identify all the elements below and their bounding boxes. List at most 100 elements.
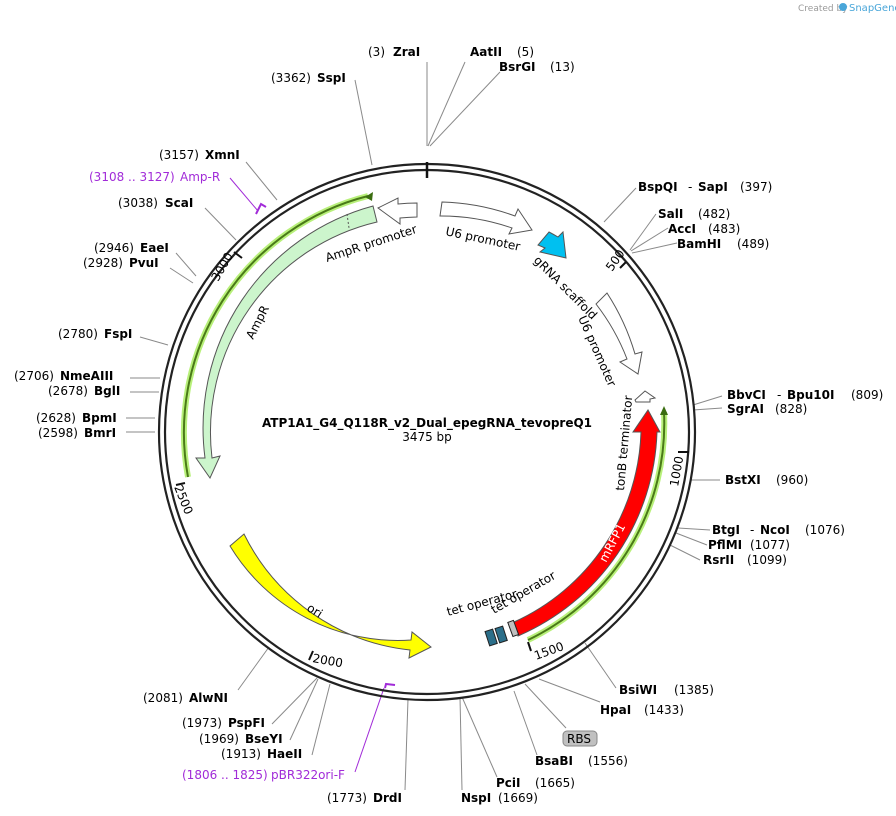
- site-name-nspi[interactable]: NspI: [461, 791, 491, 805]
- site-pos-eaei[interactable]: (2946): [94, 241, 134, 255]
- site-name-fspi[interactable]: FspI: [104, 327, 132, 341]
- plasmid-name: ATP1A1_G4_Q118R_v2_Dual_epegRNA_tevopreQ…: [262, 416, 592, 431]
- u6-promoter-2-feature[interactable]: [595, 292, 643, 375]
- site-name-drdi[interactable]: DrdI: [373, 791, 402, 805]
- site-pos-drdi[interactable]: (1773): [327, 791, 367, 805]
- site-pos-bamhi[interactable]: (489): [737, 237, 769, 251]
- site-pos-btgi-ncoi[interactable]: (1076): [805, 523, 845, 537]
- site-pos-bmri[interactable]: (2598): [38, 426, 78, 440]
- site-name-btgi[interactable]: BtgI: [712, 523, 740, 537]
- site-pos-haeii[interactable]: (1913): [221, 747, 261, 761]
- site-name-rsrii[interactable]: RsrII: [703, 553, 734, 567]
- tet-operator-2-feature[interactable]: [494, 625, 508, 644]
- orf-indicators: [180, 192, 668, 643]
- site-name-sali[interactable]: SalI: [658, 207, 683, 221]
- plasmid-length: 3475 bp: [402, 430, 452, 444]
- primer-range-pbr322ori-f[interactable]: (1806 .. 1825): [182, 768, 268, 782]
- tet-operator-1-feature[interactable]: [484, 628, 498, 647]
- position-ticks: [175, 251, 689, 661]
- site-name-pspfi[interactable]: PspFI: [228, 716, 265, 730]
- site-name-bpu10i[interactable]: Bpu10I: [787, 388, 834, 402]
- primer-range-amp-r[interactable]: (3108 .. 3127): [89, 170, 175, 184]
- tonb-terminator-feature[interactable]: [634, 390, 657, 403]
- site-name-pcii[interactable]: PciI: [496, 776, 521, 790]
- site-name-sapi[interactable]: SapI: [698, 180, 728, 194]
- site-name-xmni[interactable]: XmnI: [205, 148, 240, 162]
- rbs-marker[interactable]: [507, 619, 520, 638]
- site-name-acci[interactable]: AccI: [668, 222, 696, 236]
- site-name-bamhi[interactable]: BamHI: [677, 237, 721, 251]
- site-pos-sgrai[interactable]: (828): [775, 402, 807, 416]
- site-pos-bgli[interactable]: (2678): [48, 384, 88, 398]
- credit-prefix: Created by: [798, 4, 848, 14]
- site-pos-rsrii[interactable]: (1099): [747, 553, 787, 567]
- site-name-nmeaiii[interactable]: NmeAIII: [60, 369, 113, 383]
- site-pos-bpmi[interactable]: (2628): [36, 411, 76, 425]
- site-pos-bsabi[interactable]: (1556): [588, 754, 628, 768]
- grna-scaffold-feature[interactable]: [537, 230, 567, 259]
- site-name-bsiwi[interactable]: BsiWI: [619, 683, 657, 697]
- label-tonb-terminator: tonB terminator: [613, 395, 635, 491]
- site-pos-pflmi[interactable]: (1077): [750, 538, 790, 552]
- site-name-bsrgi[interactable]: BsrGI: [499, 60, 536, 74]
- pbr322ori-f-primer-marker[interactable]: [384, 682, 396, 689]
- site-name-pflmi[interactable]: PflMI: [708, 538, 742, 552]
- site-name-zrai[interactable]: ZraI: [393, 45, 420, 59]
- site-pos-sali[interactable]: (482): [698, 207, 730, 221]
- site-name-scai[interactable]: ScaI: [165, 196, 193, 210]
- ampr-orf-glow: [180, 193, 369, 478]
- site-pos-bstxi[interactable]: (960): [776, 473, 808, 487]
- site-sep-btgi: -: [750, 523, 754, 537]
- site-name-alwni[interactable]: AlwNI: [189, 691, 228, 705]
- site-pos-pcii[interactable]: (1665): [535, 776, 575, 790]
- site-pos-bsiwi[interactable]: (1385): [674, 683, 714, 697]
- tick-label-1000: 1000: [667, 455, 686, 488]
- site-pos-nspi[interactable]: (1669): [498, 791, 538, 805]
- site-name-sspi[interactable]: SspI: [317, 71, 346, 85]
- ampr-feature[interactable]: [195, 205, 378, 480]
- site-pos-xmni[interactable]: (3157): [159, 148, 199, 162]
- site-name-bspqi[interactable]: BspQI: [638, 180, 678, 194]
- site-name-haeii[interactable]: HaeII: [267, 747, 302, 761]
- site-name-bseyi[interactable]: BseYI: [245, 732, 283, 746]
- site-pos-sspi[interactable]: (3362): [271, 71, 311, 85]
- primer-name-amp-r[interactable]: Amp-R: [180, 170, 220, 184]
- site-name-bgli[interactable]: BglI: [94, 384, 120, 398]
- site-pos-bsrgi[interactable]: (13): [550, 60, 575, 74]
- site-name-bmri[interactable]: BmrI: [84, 426, 116, 440]
- tick-label-2000: 2000: [311, 651, 344, 670]
- site-name-bbvci[interactable]: BbvCI: [727, 388, 766, 402]
- site-pos-aatii[interactable]: (5): [517, 45, 534, 59]
- site-pos-bspqi-sapi[interactable]: (397): [740, 180, 772, 194]
- amp-r-primer-marker[interactable]: [255, 202, 267, 215]
- mrfp-orf-line: [527, 411, 666, 641]
- site-name-eaei[interactable]: EaeI: [140, 241, 169, 255]
- site-pos-zrai[interactable]: (3): [368, 45, 385, 59]
- site-pos-alwni[interactable]: (2081): [143, 691, 183, 705]
- u6-promoter-1-feature[interactable]: [439, 201, 533, 235]
- site-pos-pspfi[interactable]: (1973): [182, 716, 222, 730]
- site-name-bpmi[interactable]: BpmI: [82, 411, 117, 425]
- site-name-bstxi[interactable]: BstXI: [725, 473, 761, 487]
- site-name-pvui[interactable]: PvuI: [129, 256, 159, 270]
- site-name-hpai[interactable]: HpaI: [600, 703, 631, 717]
- site-pos-hpai[interactable]: (1433): [644, 703, 684, 717]
- site-name-ncoi[interactable]: NcoI: [760, 523, 790, 537]
- site-name-sgrai[interactable]: SgrAI: [727, 402, 764, 416]
- primer-name-pbr322ori-f[interactable]: pBR322ori-F: [271, 768, 345, 782]
- site-pos-pvui[interactable]: (2928): [83, 256, 123, 270]
- site-pos-bseyi[interactable]: (1969): [199, 732, 239, 746]
- ampr-promoter-feature[interactable]: [377, 197, 418, 225]
- label-u6-promoter-1: U6 promoter: [444, 224, 521, 253]
- site-pos-acci[interactable]: (483): [708, 222, 740, 236]
- tick-label-3000: 3000: [208, 250, 235, 283]
- plasmid-title: ATP1A1_G4_Q118R_v2_Dual_epegRNA_tevopreQ…: [262, 416, 592, 444]
- site-pos-scai[interactable]: (3038): [118, 196, 158, 210]
- site-pos-fspi[interactable]: (2780): [58, 327, 98, 341]
- site-pos-nmeaiii[interactable]: (2706): [14, 369, 54, 383]
- site-pos-bbvci-bpu10i[interactable]: (809): [851, 388, 883, 402]
- site-name-bsabi[interactable]: BsaBI: [535, 754, 573, 768]
- ori-feature[interactable]: [229, 533, 432, 659]
- site-name-aatii[interactable]: AatII: [470, 45, 502, 59]
